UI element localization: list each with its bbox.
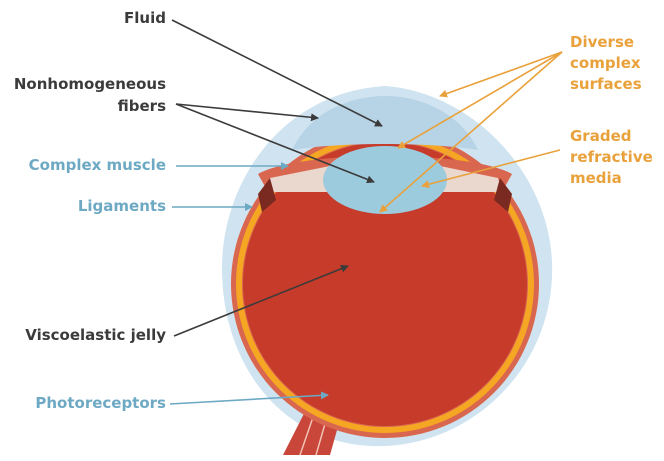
- label-complex-muscle: Complex muscle: [28, 156, 166, 174]
- label-graded-line3: media: [570, 169, 622, 187]
- label-ligaments: Ligaments: [77, 197, 166, 215]
- arrow-fibers-2: [175, 103, 375, 184]
- label-nonhomogeneous-line1: Nonhomogeneous: [13, 75, 166, 93]
- label-photoreceptors: Photoreceptors: [35, 394, 166, 412]
- cornea: [292, 96, 478, 150]
- label-viscoelastic-jelly: Viscoelastic jelly: [25, 326, 166, 344]
- label-graded-line2: refractive: [570, 148, 653, 166]
- ligaments-left: [268, 166, 332, 192]
- label-diverse-line2: complex: [570, 54, 641, 72]
- arrow-fibers-1: [175, 103, 319, 122]
- arrow-jelly: [173, 264, 349, 337]
- vitreous-humor: [243, 142, 527, 426]
- ligaments-right: [438, 166, 502, 192]
- arrow-photoreceptors: [169, 391, 329, 405]
- label-graded-line1: Graded: [570, 127, 632, 145]
- arrow-graded: [421, 149, 561, 189]
- label-fluid: Fluid: [124, 9, 166, 27]
- arrow-surfaces-2: [397, 51, 563, 149]
- lens: [323, 146, 447, 214]
- label-nonhomogeneous-line2: fibers: [117, 97, 166, 115]
- label-diverse-line3: surfaces: [570, 75, 642, 93]
- arrow-surfaces-3: [379, 51, 563, 213]
- muscle-right-end: [494, 178, 512, 212]
- label-diverse-line1: Diverse: [570, 33, 635, 51]
- arrow-fluid: [171, 19, 383, 127]
- muscle-left-end: [258, 178, 276, 212]
- arrow-surfaces-1: [439, 51, 563, 98]
